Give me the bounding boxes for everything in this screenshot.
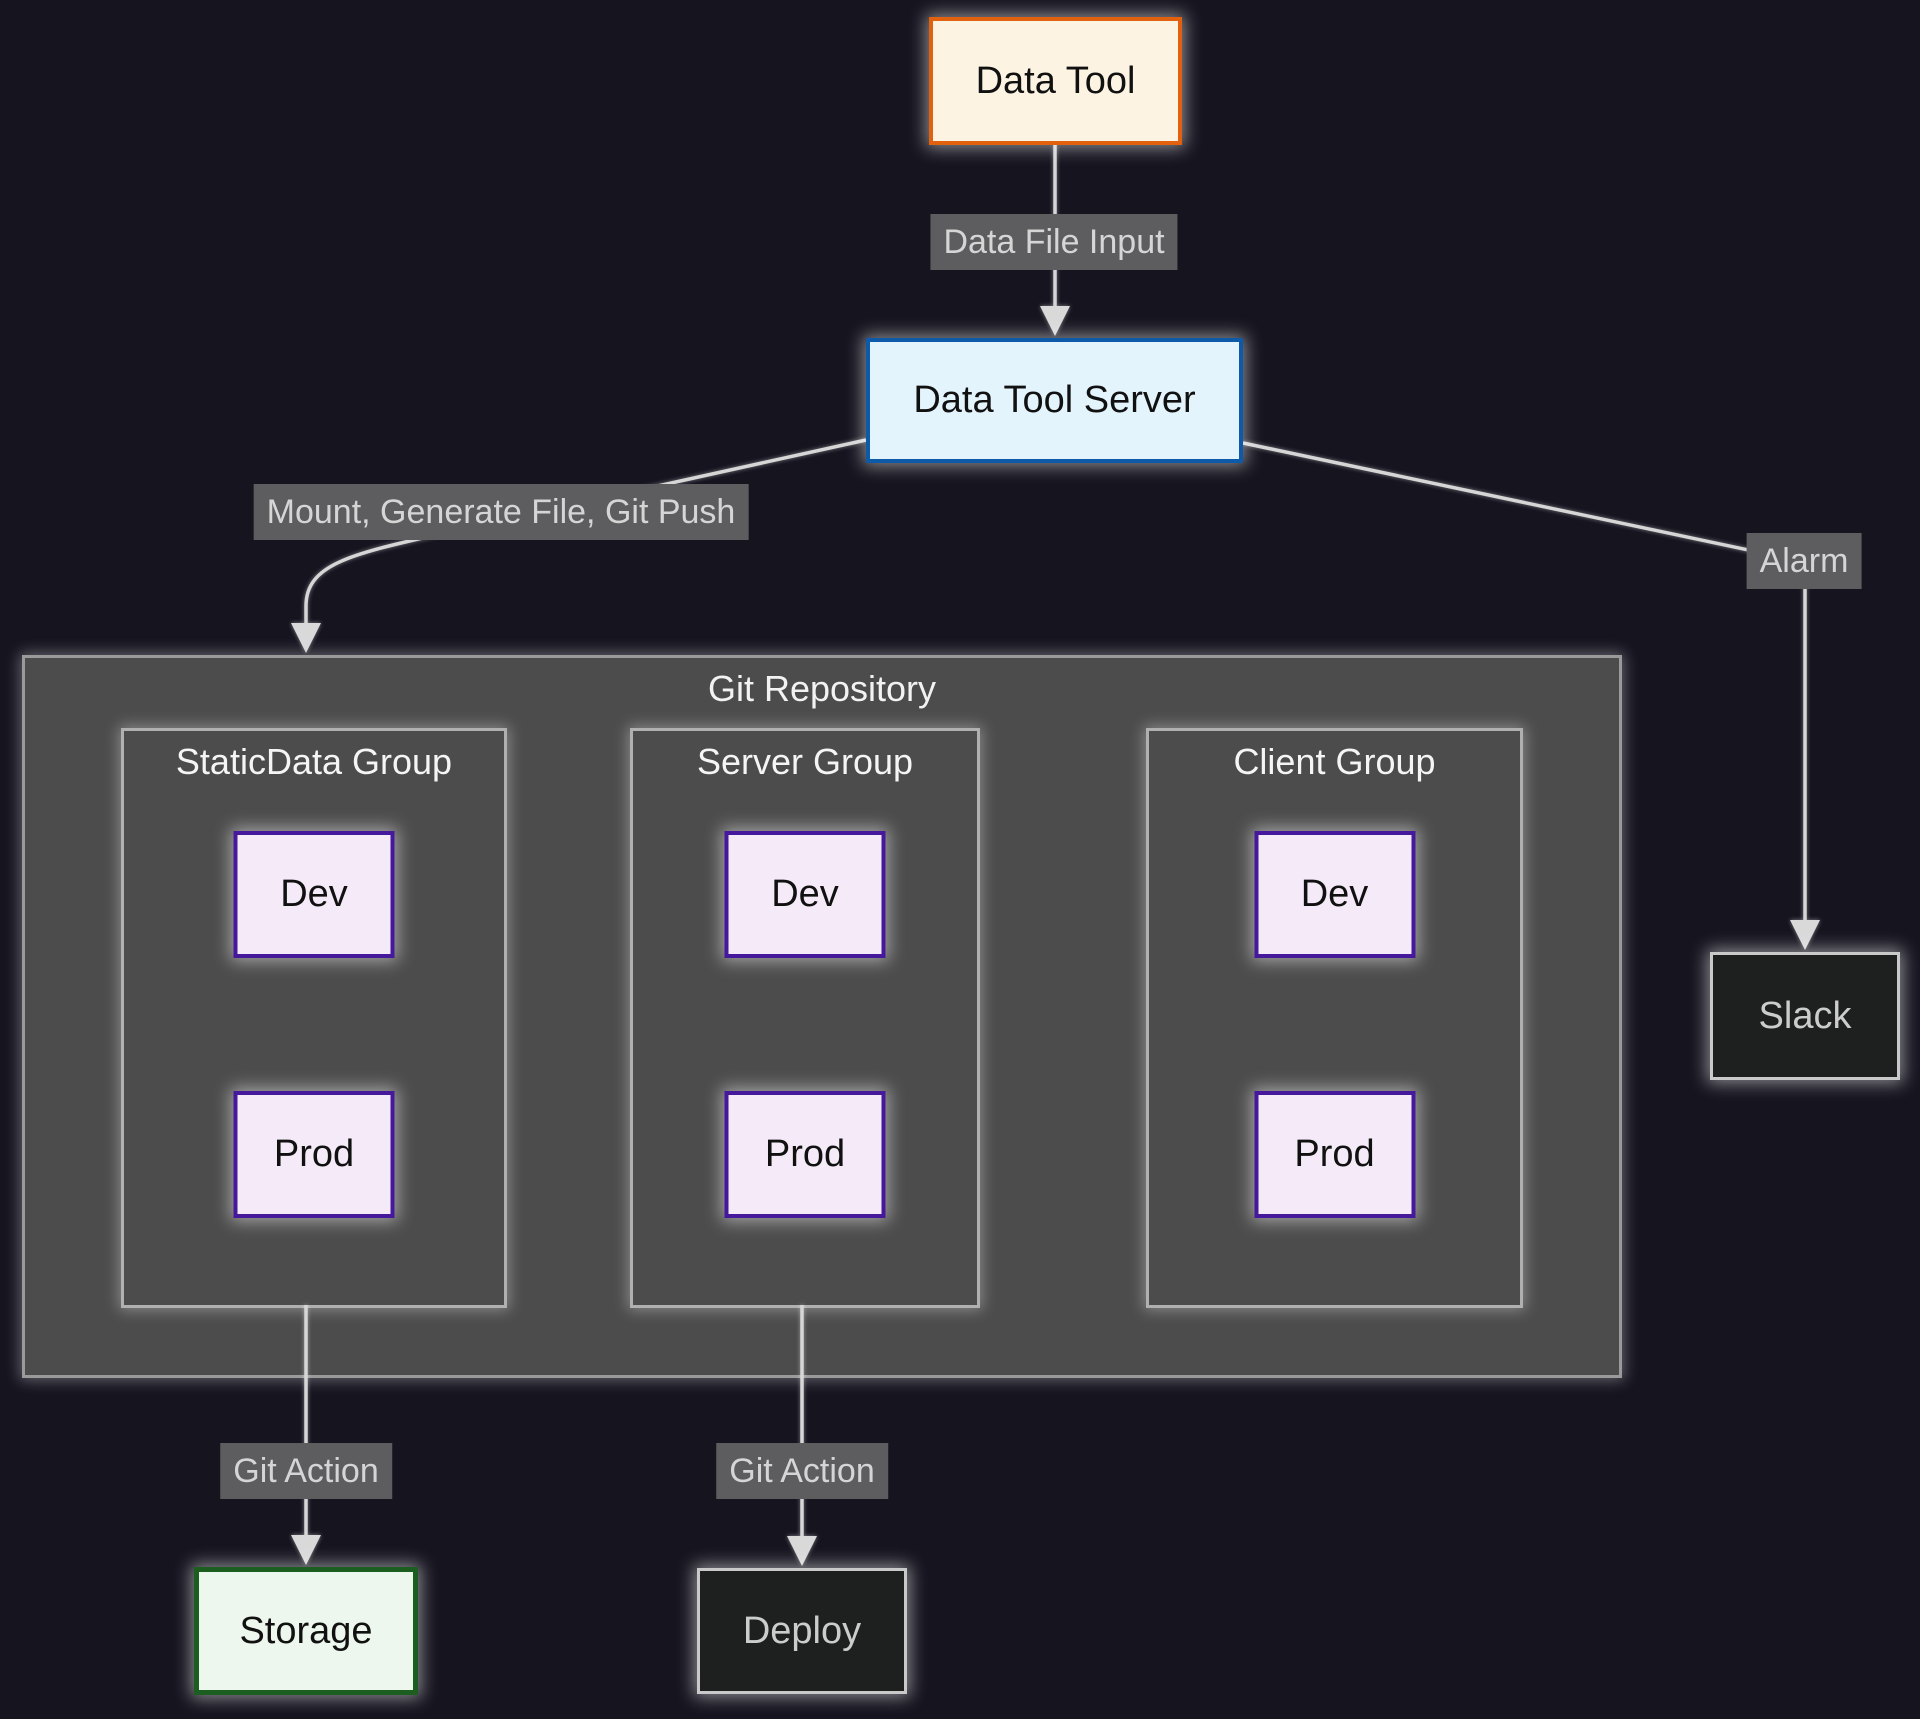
node-server-dev-label: Dev: [771, 873, 839, 915]
node-server-dev: Dev: [724, 831, 886, 958]
node-staticdata-prod-label: Prod: [273, 1133, 355, 1175]
edge-label-git-action-deploy: Git Action: [716, 1443, 888, 1499]
node-client-prod: Prod: [1254, 1091, 1415, 1218]
node-staticdata-dev-label: Dev: [280, 873, 348, 915]
node-staticdata-dev: Dev: [233, 831, 395, 958]
node-storage: Storage: [194, 1567, 418, 1695]
node-deploy: Deploy: [697, 1568, 907, 1694]
cluster-client-group-title: Client Group: [1233, 741, 1436, 782]
cluster-staticdata-group: StaticData Group Dev Prod: [121, 728, 507, 1308]
cluster-client-group: Client Group Dev Prod: [1146, 728, 1523, 1308]
node-data-tool-server: Data Tool Server: [866, 338, 1243, 463]
cluster-git-repository: Git Repository StaticData Group Dev Prod…: [22, 655, 1622, 1378]
node-deploy-label: Deploy: [742, 1609, 862, 1652]
node-slack-label: Slack: [1758, 994, 1852, 1037]
node-client-dev: Dev: [1254, 831, 1415, 958]
node-client-dev-label: Dev: [1300, 873, 1369, 915]
node-staticdata-prod: Prod: [233, 1091, 395, 1218]
node-data-tool-label: Data Tool: [975, 59, 1136, 102]
edge-server-to-gitrepo: [291, 438, 867, 653]
edge-label-data-file-input: Data File Input: [930, 214, 1178, 270]
node-data-tool: Data Tool: [929, 17, 1182, 145]
node-data-tool-server-label: Data Tool Server: [913, 379, 1196, 421]
node-client-prod-label: Prod: [1294, 1133, 1375, 1175]
node-storage-label: Storage: [239, 1609, 373, 1652]
node-slack: Slack: [1710, 952, 1900, 1080]
cluster-server-group-title: Server Group: [696, 741, 914, 782]
edge-label-git-action-storage: Git Action: [220, 1443, 392, 1499]
edge-label-mount-generate-push: Mount, Generate File, Git Push: [253, 484, 749, 540]
edge-label-alarm: Alarm: [1746, 533, 1862, 589]
cluster-server-group: Server Group Dev Prod: [630, 728, 980, 1308]
cluster-staticdata-group-title: StaticData Group: [175, 741, 453, 782]
cluster-git-repository-title: Git Repository: [707, 668, 937, 709]
edge-server-to-slack: [1242, 441, 1820, 950]
node-server-prod-label: Prod: [764, 1133, 846, 1175]
node-server-prod: Prod: [724, 1091, 886, 1218]
